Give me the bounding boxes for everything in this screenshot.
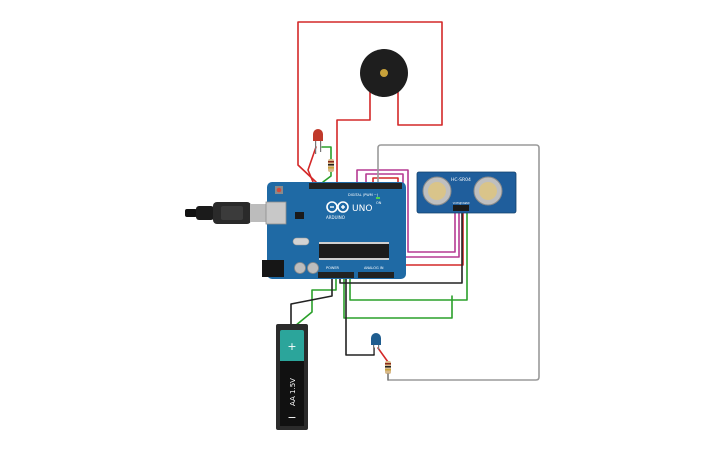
piezo-buzzer[interactable]	[360, 49, 408, 97]
sensor-header	[453, 205, 469, 211]
chip-pins-top	[319, 242, 389, 244]
reset-button-cap	[276, 187, 282, 193]
wire-gray-loop[interactable]	[377, 144, 540, 381]
resistor-band	[385, 369, 391, 371]
wire-battery-positive[interactable]	[294, 277, 337, 327]
blue-led-dome	[371, 333, 381, 345]
resistor-band	[328, 167, 334, 169]
board-pcb	[267, 182, 406, 279]
usb-cable[interactable]	[185, 202, 270, 224]
icsp-header	[295, 212, 304, 219]
crystal-oscillator	[292, 237, 310, 246]
chip-pins-bottom	[319, 258, 389, 260]
usb-plug-metal	[250, 204, 270, 222]
arduino-uno-board[interactable]: UNO ARDUINO DIGITAL (PWM ~) ON POWER ANA…	[262, 182, 406, 279]
blue-led[interactable]	[371, 333, 381, 354]
red-led[interactable]	[313, 129, 323, 154]
digital-label: DIGITAL (PWM ~)	[348, 193, 379, 197]
battery-minus-label: −	[287, 411, 296, 424]
wire-battery-negative[interactable]	[290, 277, 333, 327]
wires	[290, 21, 540, 381]
analog-header	[358, 272, 394, 278]
battery-voltage-label: AA 1.5V	[289, 378, 297, 406]
sensor-pin-label: GND	[464, 202, 469, 205]
power-header	[318, 272, 354, 278]
red-led-leg	[315, 140, 317, 154]
power-jack	[262, 260, 284, 277]
ultrasonic-sensor[interactable]: HC-SR04	[416, 171, 517, 214]
red-led-leg	[320, 140, 322, 152]
capacitor	[307, 262, 319, 274]
sensor-model-label: HC-SR04	[451, 177, 471, 183]
wire-buzzer-negative[interactable]	[336, 91, 371, 183]
sensor-receiver-mesh	[479, 182, 497, 200]
arduino-logo	[326, 201, 349, 213]
wire-black-long[interactable]	[339, 211, 463, 284]
aa-battery[interactable]: + − AA 1.5V	[276, 324, 308, 430]
wire-blue-led-anode[interactable]	[377, 347, 389, 363]
resistor-band	[385, 363, 391, 365]
analog-label: ANALOG IN	[364, 266, 384, 270]
battery-cell-lower	[280, 360, 304, 426]
wire-red-led-anode[interactable]	[307, 146, 317, 183]
wire-red-led-resistor[interactable]	[321, 146, 332, 163]
on-label: ON	[376, 201, 382, 205]
blue-led-leg	[373, 344, 375, 354]
atmega-chip	[319, 244, 389, 258]
blue-led-leg	[378, 344, 380, 350]
on-led	[376, 197, 380, 199]
usb-port	[265, 201, 287, 225]
uno-label: UNO	[352, 204, 372, 214]
sensor-pin-label: Trig	[457, 202, 462, 205]
sensor-pin-label: Echo	[460, 202, 466, 205]
buzzer-center	[380, 69, 388, 77]
resistor-blue-led[interactable]	[385, 361, 391, 381]
wire-buzzer-positive[interactable]	[297, 21, 443, 183]
resistor-band	[328, 164, 334, 166]
resistor-band	[385, 366, 391, 368]
capacitor	[294, 262, 306, 274]
wire-green-loop[interactable]	[343, 277, 453, 319]
usb-cable-end	[185, 209, 197, 217]
resistor-band	[328, 161, 334, 163]
resistor-red-led[interactable]	[328, 159, 334, 172]
usb-plug-grip	[221, 206, 243, 220]
battery-plus-label: +	[287, 340, 296, 353]
battery-band	[280, 357, 304, 361]
brand-label: ARDUINO	[326, 215, 345, 220]
red-led-dome	[313, 129, 323, 141]
wire-sensor-gnd[interactable]	[349, 211, 468, 301]
usb-strain-relief	[196, 206, 214, 220]
sensor-pin-label: VCC	[453, 202, 458, 205]
power-label: POWER	[326, 266, 340, 270]
sensor-transmitter-mesh	[428, 182, 446, 200]
digital-header	[309, 183, 402, 189]
wire-sensor-trig[interactable]	[356, 169, 456, 253]
